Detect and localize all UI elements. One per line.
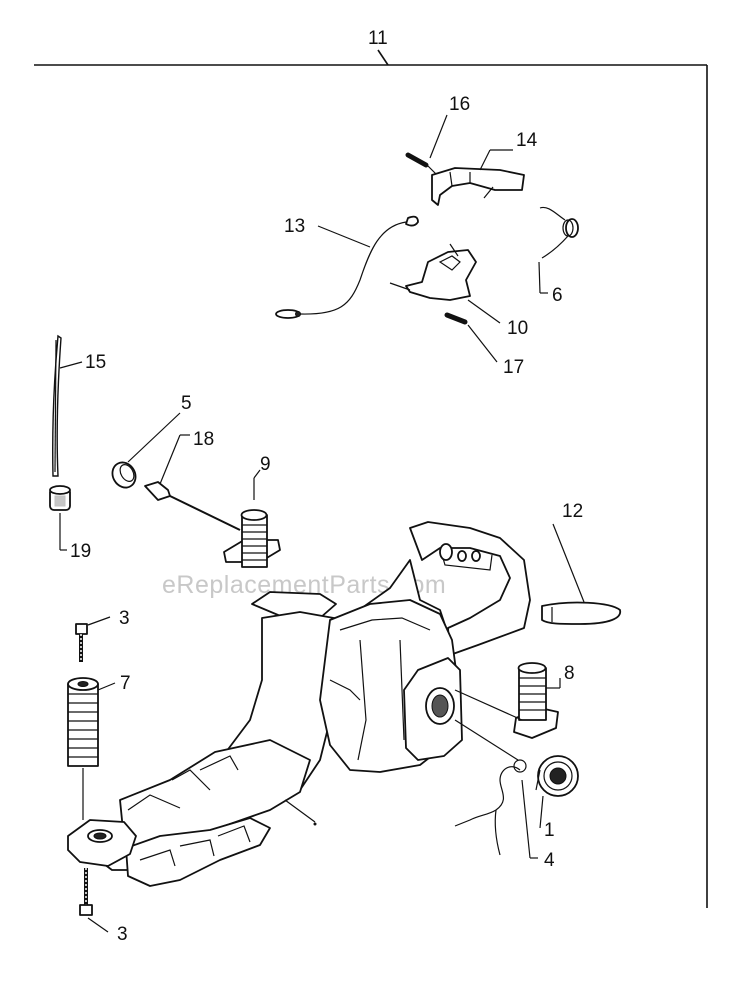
callout-8: 8 — [564, 663, 575, 684]
part-18-rod — [144, 434, 241, 531]
assembly-bracket — [34, 49, 708, 908]
part-16-pin — [405, 114, 448, 176]
callout-18: 18 — [193, 429, 214, 450]
part-8-spring — [454, 662, 561, 739]
callout-3-lower: 3 — [117, 924, 128, 945]
callout-10: 10 — [507, 318, 528, 339]
part-7-spring — [67, 677, 116, 820]
part-17-pin — [444, 312, 498, 363]
callout-1: 1 — [544, 820, 555, 841]
callout-9: 9 — [260, 454, 271, 475]
callout-3-upper: 3 — [119, 608, 130, 629]
callout-labels: 11 16 14 13 6 10 17 15 5 18 9 12 19 3 7 … — [70, 28, 583, 945]
part-3-bolt-upper — [75, 616, 111, 662]
callout-12: 12 — [562, 501, 583, 522]
part-14-throttle-lockout — [431, 149, 525, 206]
part-10-trigger — [389, 243, 501, 324]
callout-16: 16 — [449, 94, 470, 115]
part-5-grommet — [111, 412, 181, 489]
callout-15: 15 — [85, 352, 106, 373]
part-9-spring — [223, 469, 281, 568]
part-12-grip — [541, 523, 621, 625]
callout-17: 17 — [503, 357, 524, 378]
part-13-cable — [275, 215, 419, 319]
callout-5: 5 — [181, 393, 192, 414]
callout-6: 6 — [552, 285, 563, 306]
callout-14: 14 — [516, 130, 538, 151]
part-15-rod — [52, 334, 83, 477]
part-1-cap — [535, 755, 579, 829]
part-3-bolt-lower — [79, 868, 109, 933]
part-19-grommet — [49, 485, 71, 551]
main-chassis — [67, 521, 531, 887]
callout-7: 7 — [120, 673, 131, 694]
callout-11: 11 — [368, 28, 388, 49]
callout-13: 13 — [284, 216, 305, 237]
part-6-spring — [538, 206, 579, 294]
callout-19: 19 — [70, 541, 91, 562]
part-4-clip — [454, 719, 538, 859]
callout-4: 4 — [544, 850, 555, 871]
